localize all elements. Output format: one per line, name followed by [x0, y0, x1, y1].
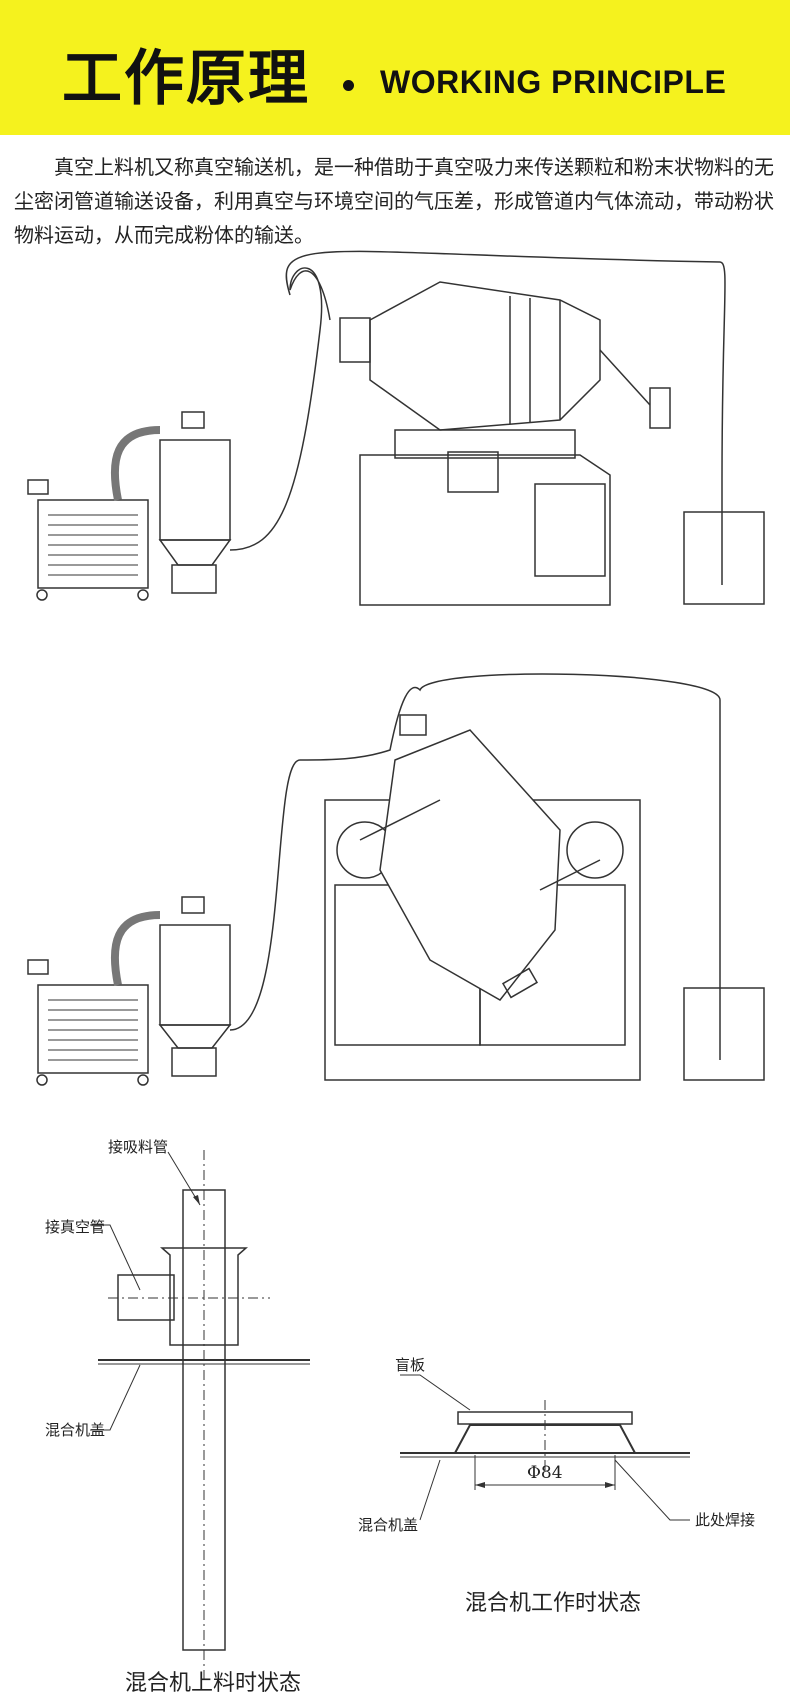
vacuum-pump-cabinet — [37, 984, 149, 1074]
vacuum-pump-cabinet — [37, 499, 149, 589]
drum-inlet-flange — [339, 317, 371, 363]
diagram-2d-mixer — [27, 250, 765, 606]
label-mixer-cover: 混合机盖 — [45, 1421, 105, 1439]
suction-pipe — [229, 673, 721, 1031]
caster-wheel — [137, 589, 149, 601]
material-beaker — [683, 511, 765, 605]
caster-wheel — [36, 589, 48, 601]
diagram-working-state — [400, 1374, 690, 1521]
label-vacuum-pipe: 接真空管 — [45, 1218, 105, 1236]
diagram-3d-mixer — [27, 673, 765, 1086]
label-diameter: Φ84 — [527, 1463, 563, 1483]
mixer-drum — [379, 729, 561, 1001]
page-title: 工作原理 — [62, 44, 310, 114]
control-door — [534, 483, 606, 577]
caption-working-state: 混合机工作时状态 — [465, 1591, 641, 1616]
suction-pipe — [229, 267, 331, 551]
title-separator-dot — [343, 80, 354, 91]
label-weld: 此处焊接 — [695, 1511, 755, 1529]
flex-hose — [110, 426, 161, 501]
hopper-cone — [158, 539, 232, 566]
label-blind-plate: 盲板 — [395, 1356, 425, 1374]
air-return-pipe — [285, 250, 726, 481]
diagram-loading-state — [90, 1150, 310, 1680]
mixer-frame — [359, 454, 611, 606]
vacuum-port — [117, 1274, 175, 1321]
discharge-valve — [171, 564, 217, 594]
adapter-housing — [160, 1247, 248, 1346]
header-banner: 工作原理 WORKING PRINCIPLE — [0, 0, 790, 135]
label-mixer-cover-2: 混合机盖 — [358, 1516, 418, 1534]
filter-head — [181, 411, 205, 429]
mixer-drum — [369, 281, 601, 431]
cabinet-vents — [48, 514, 138, 576]
nameplate — [447, 451, 499, 493]
drum-support — [394, 429, 576, 459]
loader-hopper — [159, 439, 231, 541]
drive-wheel — [566, 821, 624, 879]
drum-outlet-flange — [649, 387, 671, 429]
material-beaker — [683, 987, 765, 1081]
intro-paragraph: 真空上料机又称真空输送机，是一种借助于真空吸力来传送颗粒和粉末状物料的无尘密闭管… — [14, 155, 774, 247]
pressure-gauge — [27, 479, 49, 495]
caption-loading-state: 混合机上料时状态 — [125, 1671, 301, 1696]
page-subtitle: WORKING PRINCIPLE — [380, 64, 727, 100]
loader-hopper — [159, 924, 231, 1026]
label-feed-pipe: 接吸料管 — [108, 1138, 168, 1156]
